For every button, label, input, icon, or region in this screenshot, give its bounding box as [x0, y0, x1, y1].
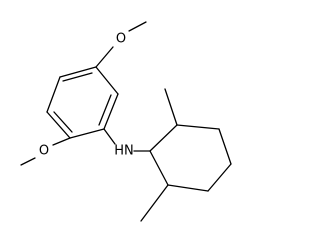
bond-aromatic-4 [69, 128, 105, 139]
nh-label: HN [114, 144, 134, 159]
bond-aromatic-3 [46, 111, 71, 139]
bond-aromatic-3-inner [53, 111, 73, 133]
oxygen-left-label: O [39, 144, 49, 159]
bond-aromatic-2 [46, 76, 61, 113]
bond-ring-nh [103, 128, 116, 145]
bond-methyl-o-top [128, 21, 147, 32]
bond-o-top-ring [95, 46, 114, 68]
bond-cyclohexane-1 [149, 124, 178, 152]
bond-methyl-o-left [20, 157, 36, 166]
bond-o-left-ring [52, 137, 71, 146]
bond-cyclohexane-4 [207, 163, 232, 192]
bond-aromatic-1 [59, 66, 97, 78]
bond-aromatic-1-inner [62, 72, 93, 82]
bond-aromatic-5 [103, 93, 119, 130]
bond-methyl-bottom [140, 184, 169, 222]
bond-cyclohexane-2 [176, 124, 220, 130]
oxygen-top-label: O [116, 32, 126, 47]
bond-cyclohexane-3 [218, 128, 232, 165]
bond-aromatic-6 [95, 66, 119, 95]
bond-cyclohexane-6 [149, 150, 169, 186]
bond-aromatic-5-inner [98, 94, 112, 126]
molecule-structure: O O HN [20, 21, 232, 222]
bond-methyl-top [164, 88, 178, 126]
bond-cyclohexane-5 [167, 184, 209, 192]
